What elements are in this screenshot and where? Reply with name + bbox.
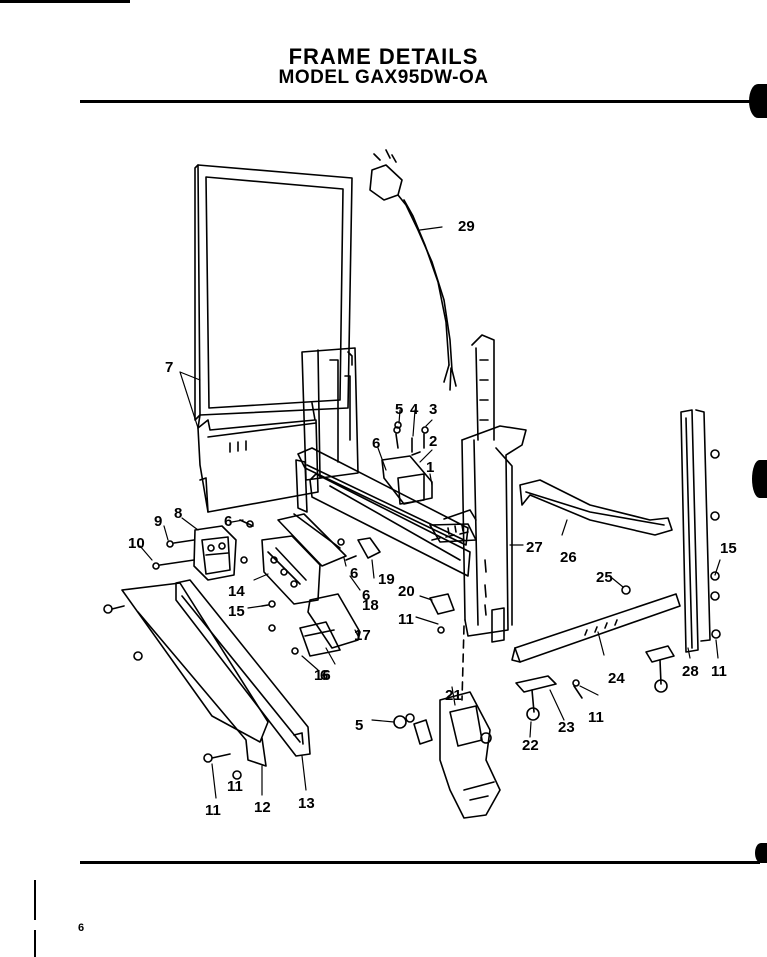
callout: 25 (596, 569, 613, 586)
left-upright (295, 347, 359, 513)
callout: 6 (320, 667, 328, 684)
callout: 5 (355, 717, 363, 734)
alignment-line (461, 625, 465, 701)
callout: 19 (378, 571, 395, 588)
callout: 9 (154, 513, 162, 530)
callout: 6 (224, 513, 232, 530)
callout: 11 (205, 802, 221, 819)
callout: 6 (350, 565, 358, 582)
callout: 11 (711, 663, 727, 680)
callout: 11 (588, 709, 604, 726)
hinge-assembly (393, 691, 501, 819)
callout: 2 (429, 433, 437, 450)
callout: 1 (426, 459, 434, 476)
callout: 6 (372, 435, 380, 452)
callout: 4 (410, 401, 419, 418)
callout: 3 (429, 401, 437, 418)
screws (103, 421, 721, 780)
callout: 24 (608, 670, 625, 687)
switch-bracket (152, 525, 237, 581)
tab-marker-bottom (755, 843, 767, 863)
callout: 7 (165, 359, 173, 376)
right-side-rail (680, 409, 711, 653)
callout: 13 (298, 795, 315, 812)
callout: 16 (314, 667, 331, 684)
callout: 10 (128, 535, 145, 552)
callout: 20 (398, 583, 415, 600)
callout: 14 (228, 583, 245, 600)
callout: 21 (445, 687, 462, 704)
header-rule (80, 100, 760, 103)
callout: 29 (458, 218, 475, 235)
callout: 5 (395, 401, 403, 418)
callout: 6 (362, 587, 370, 604)
callout-labels: 1 2 3 4 5 5 6 6 6 6 6 7 8 9 10 11 11 11 … (128, 218, 737, 819)
cover-plate (299, 593, 361, 657)
relay-bracket (381, 426, 433, 505)
callout: 15 (720, 540, 737, 557)
page-title: FRAME DETAILS (288, 44, 479, 69)
model-title: MODEL GAX95DW-OA (278, 67, 489, 88)
callout: 8 (174, 505, 182, 522)
callout: 26 (560, 549, 577, 566)
binding-line (34, 930, 36, 957)
power-cord (369, 149, 457, 391)
tab-marker-middle (752, 460, 767, 498)
leader-lines (139, 226, 721, 799)
tab-marker-top (749, 84, 767, 118)
right-upright (461, 334, 527, 643)
leveling-feet (515, 645, 675, 721)
frame-clips (345, 537, 455, 615)
callout: 22 (522, 737, 539, 754)
callout: 15 (228, 603, 245, 620)
binding-line (34, 880, 36, 920)
callout: 23 (558, 719, 575, 736)
callout: 12 (254, 799, 271, 816)
terminal-block (261, 513, 347, 605)
callout: 17 (354, 627, 371, 644)
callout: 28 (682, 663, 699, 680)
top-edge-mark (0, 0, 130, 3)
page-number: 6 (78, 922, 85, 934)
callout: 11 (227, 778, 243, 795)
callout: 27 (526, 539, 543, 556)
toe-kick-panels (121, 579, 311, 767)
frame-rails (297, 447, 477, 577)
rear-top-bracket (519, 479, 673, 536)
footer-rule (80, 861, 760, 864)
callout: 11 (398, 611, 414, 628)
front-panel-frame (194, 164, 353, 513)
base-rail (511, 593, 681, 663)
callout: 18 (362, 597, 379, 614)
